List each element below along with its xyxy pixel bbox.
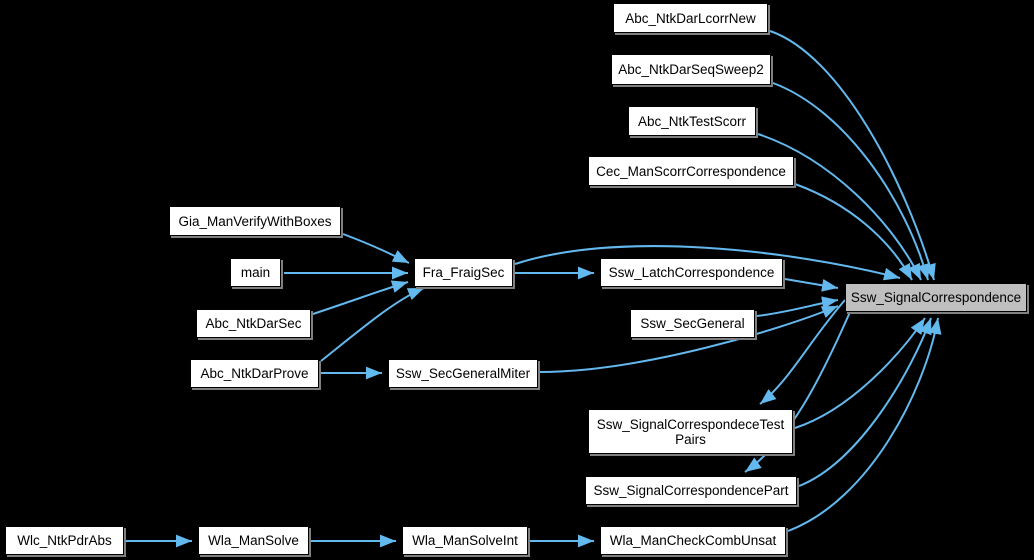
graph-node-wlc_ntkpdrabs[interactable]: Wlc_NtkPdrAbs bbox=[5, 526, 124, 555]
graph-node-cec_manscorrcorrespondence[interactable]: Cec_ManScorrCorrespondence bbox=[588, 156, 794, 186]
graph-node-ssw_secgeneralmiter[interactable]: Ssw_SecGeneralMiter bbox=[388, 359, 538, 388]
graph-node-ssw_secgeneral[interactable]: Ssw_SecGeneral bbox=[630, 309, 755, 338]
graph-node-abc_ntktestscorr[interactable]: Abc_NtkTestScorr bbox=[628, 106, 756, 136]
graph-edge-ssw_signalcorrespondence-to-ssw_signalcorrespondecetestpairs bbox=[759, 299, 846, 405]
graph-node-abc_ntkdarlcorrnew[interactable]: Abc_NtkDarLcorrNew bbox=[613, 3, 768, 33]
graph-edge-gia_manverifywithboxes-to-fra_fraigsec bbox=[342, 233, 410, 264]
graph-node-wla_mansolveint[interactable]: Wla_ManSolveInt bbox=[402, 526, 528, 555]
graph-edge-cec_manscorrcorrespondence-to-ssw_signalcorrespondence bbox=[794, 183, 913, 281]
graph-edge-abc_ntkdarlcorrnew-to-ssw_signalcorrespondence bbox=[769, 30, 936, 281]
graph-node-fra_fraigsec[interactable]: Fra_FraigSec bbox=[414, 258, 513, 287]
graph-edge-ssw_signalcorrespondecetestpairs-to-ssw_signalcorrespondence bbox=[794, 317, 926, 429]
graph-edge-ssw_signalcorrespondencepart-to-ssw_signalcorrespondence bbox=[798, 317, 932, 487]
graph-node-ssw_latchcorrespondence[interactable]: Ssw_LatchCorrespondence bbox=[600, 258, 783, 287]
graph-node-ssw_signalcorrespondence[interactable]: Ssw_SignalCorrespondence bbox=[845, 283, 1027, 312]
graph-edge-wla_mancheckcombunsat-to-ssw_signalcorrespondence bbox=[787, 317, 942, 532]
graph-edge-abc_ntkdarsec-to-fra_fraigsec bbox=[312, 280, 409, 315]
graph-edge-abc_ntkdarprove-to-fra_fraigsec bbox=[320, 287, 425, 362]
graph-edge-abc_ntkdarseqsweep2-to-ssw_signalcorrespondence bbox=[772, 82, 930, 281]
graph-edge-ssw_latchcorrespondence-to-ssw_signalcorrespondence bbox=[784, 278, 839, 292]
graph-node-gia_manverifywithboxes[interactable]: Gia_ManVerifyWithBoxes bbox=[169, 206, 341, 236]
graph-node-wla_mancheckcombunsat[interactable]: Wla_ManCheckCombUnsat bbox=[600, 526, 786, 555]
graph-node-wla_mansolve[interactable]: Wla_ManSolve bbox=[198, 526, 309, 555]
graph-node-ssw_signalcorrespondecetestpairs[interactable]: Ssw_SignalCorrespondeceTest Pairs bbox=[588, 409, 793, 454]
graph-node-abc_ntkdarsec[interactable]: Abc_NtkDarSec bbox=[196, 309, 311, 338]
graph-edge-ssw_secgeneral-to-ssw_signalcorrespondence bbox=[756, 296, 839, 317]
graph-node-main[interactable]: main bbox=[230, 258, 281, 287]
graph-node-abc_ntkdarseqsweep2[interactable]: Abc_NtkDarSeqSweep2 bbox=[611, 54, 771, 85]
graph-node-ssw_signalcorrespondencepart[interactable]: Ssw_SignalCorrespondencePart bbox=[585, 476, 797, 505]
graph-node-abc_ntkdarprove[interactable]: Abc_NtkDarProve bbox=[190, 359, 319, 388]
